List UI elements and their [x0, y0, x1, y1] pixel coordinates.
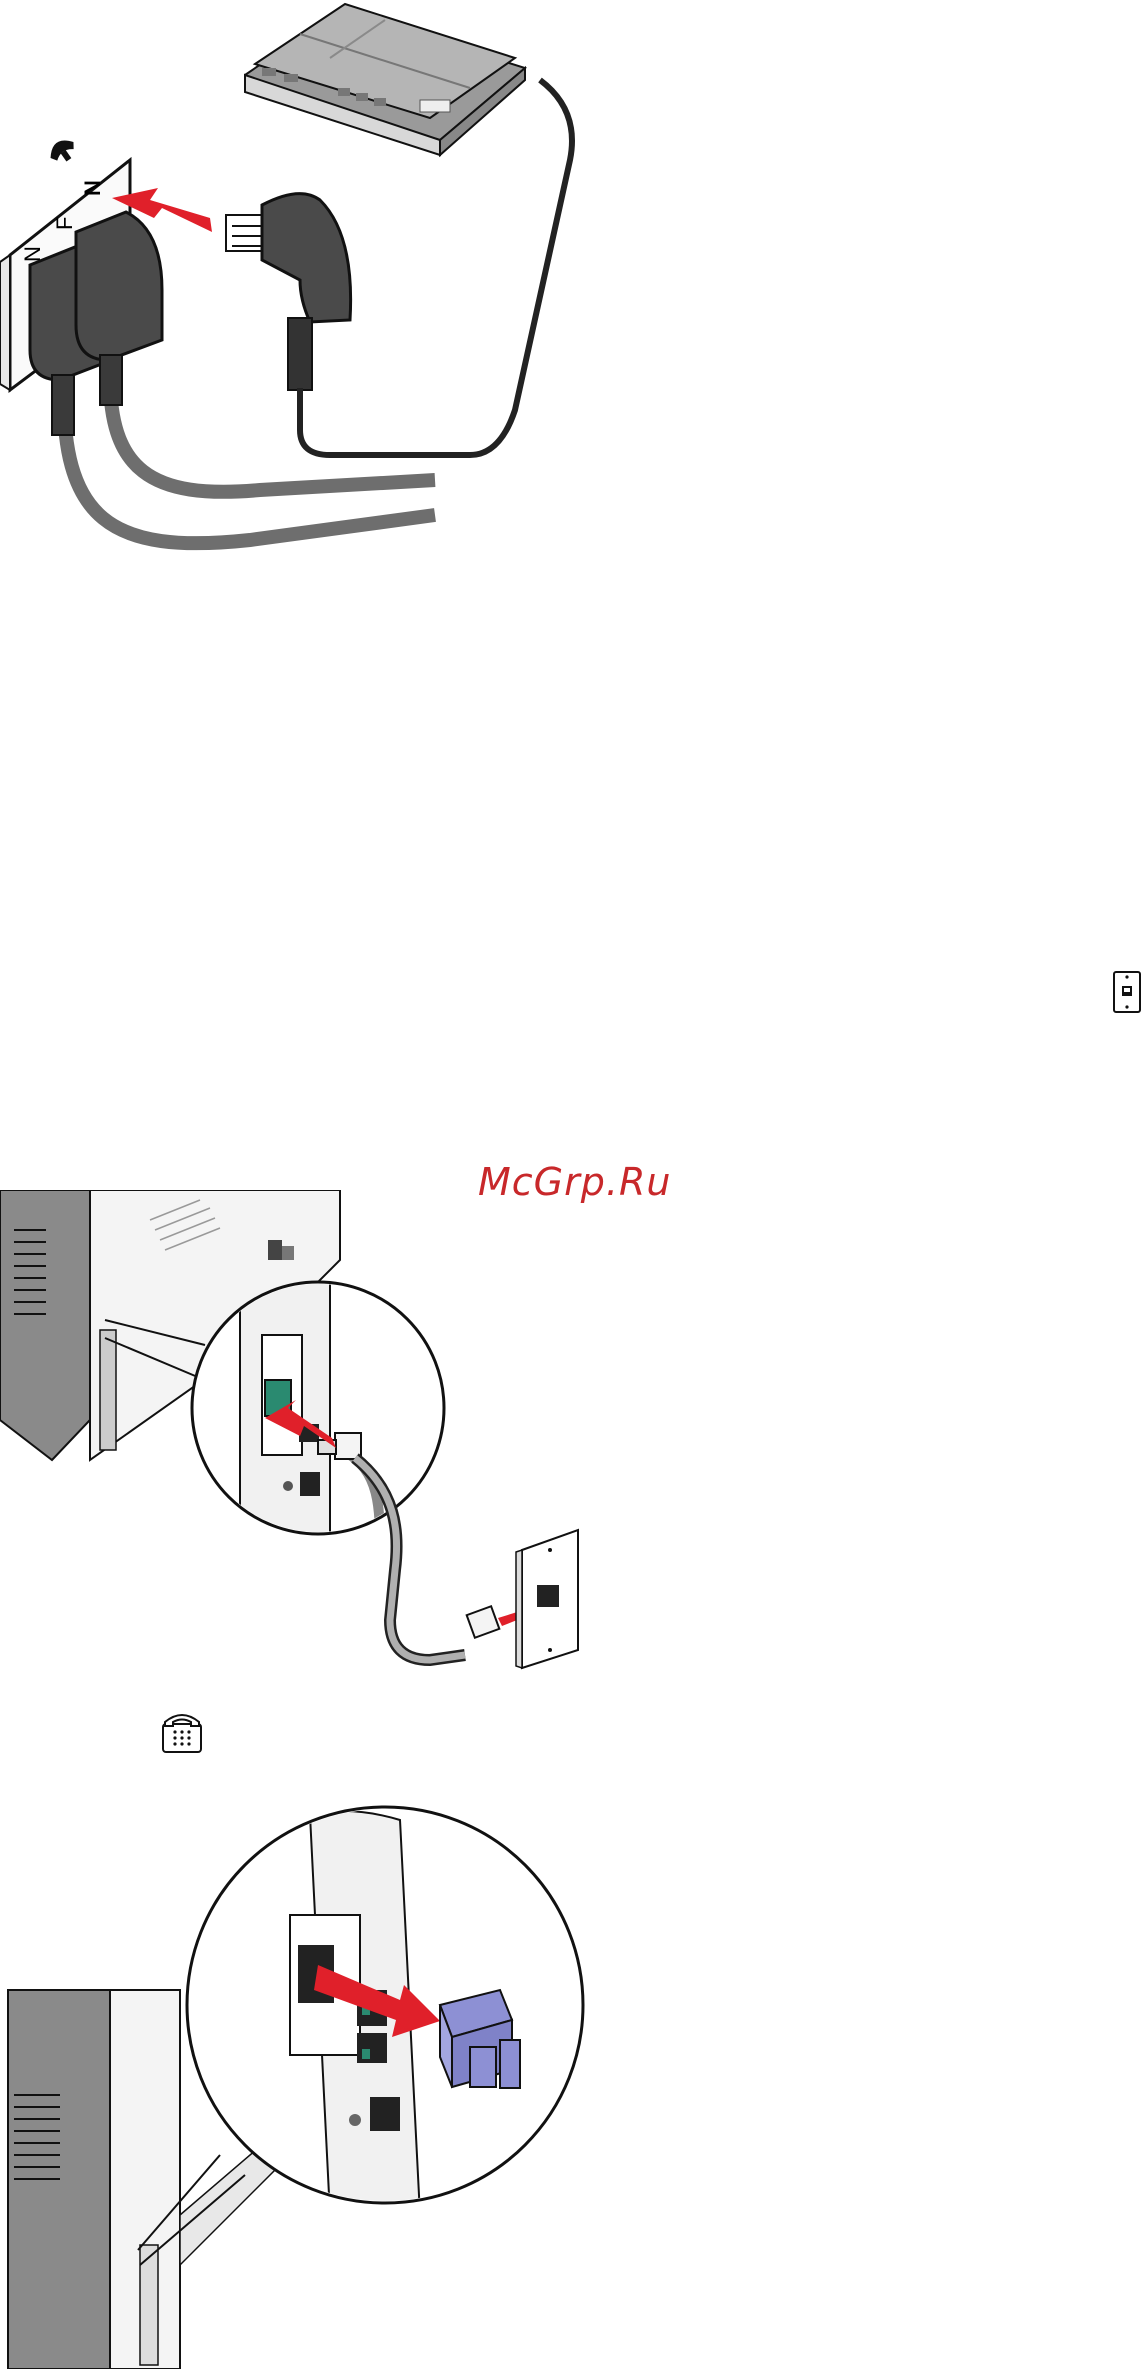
wall-jack	[516, 1530, 578, 1668]
cable-upper	[110, 370, 435, 492]
tae-plug-loose	[226, 194, 351, 390]
adapter-letter-f: F	[52, 217, 77, 230]
answering-machine	[245, 4, 525, 155]
figure-printer-line-wall-jack	[0, 1190, 600, 1690]
figure-remove-ext-plug	[0, 1795, 600, 2369]
rj11-plug-wall-end	[467, 1606, 500, 1637]
adapter-letter-n-right: N	[80, 180, 105, 196]
wall-jack-icon	[1112, 970, 1142, 1014]
telephone-icon	[160, 1710, 204, 1754]
device-button	[262, 68, 276, 76]
phone-symbol-icon	[45, 135, 80, 168]
figure-answering-machine-wall-jack: N F N	[0, 0, 600, 580]
tae-plug-plugged-right	[76, 212, 162, 405]
